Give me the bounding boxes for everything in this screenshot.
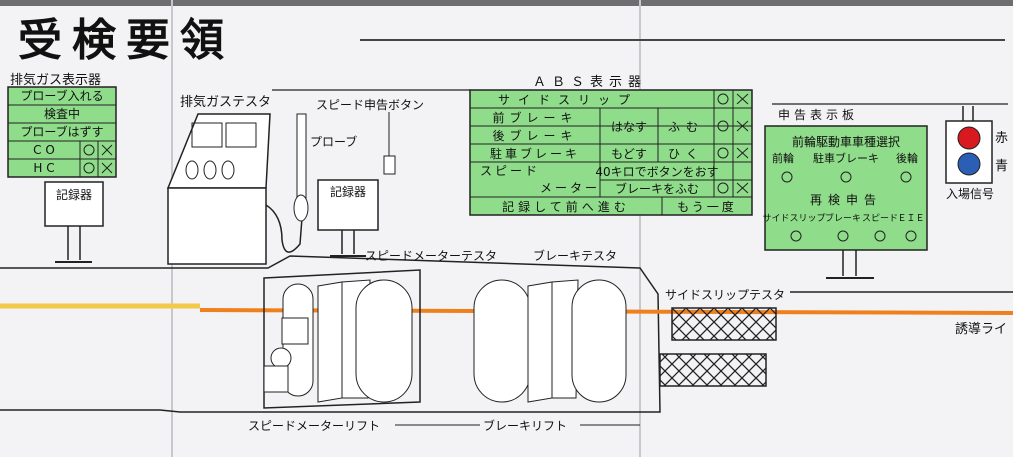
- side-slip-tester: [659, 307, 777, 387]
- circle-icon: [83, 144, 95, 156]
- brake-tester-label: ブレーキテスタ: [533, 248, 617, 263]
- circle-icon: [874, 230, 886, 242]
- recorder-middle-label: 記録器: [330, 184, 366, 199]
- abs-display-heading: ＡＢＳ表示器: [533, 75, 647, 90]
- abs-record-forward: 記録して前へ進む: [502, 199, 630, 214]
- circle-icon: [717, 93, 729, 105]
- cross-icon: [736, 93, 749, 105]
- page-title: 受検要領: [18, 15, 234, 66]
- exhaust-row-co: C O: [33, 143, 55, 157]
- recorder-left: [44, 181, 104, 263]
- signal-blue-label: 青: [995, 159, 1008, 174]
- circle-icon: [717, 120, 729, 132]
- abs-step: ふむ: [668, 120, 704, 134]
- circle-icon: [840, 171, 852, 183]
- abs-speed: スピード: [480, 164, 540, 178]
- speed-button-label: スピード申告ボタン: [316, 98, 424, 112]
- circle-icon: [900, 171, 912, 183]
- abs-meter: メーター: [540, 181, 600, 195]
- declaration-panel: [764, 125, 928, 279]
- abs-return: もどす: [611, 147, 647, 161]
- speed-button: [383, 155, 396, 175]
- exhaust-tester: [166, 113, 309, 265]
- abs-parking-brake: 駐車ブレーキ: [490, 146, 580, 161]
- exhaust-row-hc: H C: [33, 161, 54, 175]
- declaration-parking: 駐車ブレーキ: [813, 151, 879, 165]
- declaration-recheck: 再検申告: [810, 193, 882, 207]
- exhaust-row-remove: プローブはずす: [20, 124, 103, 139]
- declaration-item-eie: ＥＩＥ: [897, 214, 924, 224]
- circle-icon: [790, 230, 802, 242]
- cross-icon: [736, 147, 749, 159]
- exhaust-display-heading: 排気ガス表示器: [10, 72, 101, 88]
- circle-icon: [781, 171, 793, 183]
- circle-icon: [837, 230, 849, 242]
- abs-display-panel: [469, 89, 753, 216]
- entry-signal: [945, 106, 993, 184]
- guide-line-label: 誘導ライ: [955, 322, 1007, 337]
- abs-indicator-column: [717, 93, 749, 194]
- signal-red-label: 赤: [995, 131, 1008, 146]
- speed-meter-lift-label: スピードメーターリフト: [248, 419, 380, 433]
- abs-pull: ひく: [668, 147, 704, 161]
- abs-press-40: 40キロでボタンをおす: [595, 165, 718, 179]
- cross-icon: [101, 162, 113, 174]
- exhaust-display-panel: [7, 86, 117, 178]
- declaration-line1: 前輪駆動車車種選択: [792, 134, 900, 149]
- circle-icon: [905, 230, 917, 242]
- abs-side-slip: サイドスリップ: [498, 93, 638, 107]
- abs-front-brake: 前ブレーキ: [492, 110, 577, 125]
- abs-release: はなす: [611, 120, 647, 134]
- declaration-item-brake: ブレーキ: [825, 212, 861, 224]
- blue-lamp-icon: [957, 152, 981, 176]
- cross-icon: [736, 120, 749, 132]
- declaration-heading: 申告表示板: [778, 108, 858, 122]
- declaration-item-sideslip: サイドスリップ: [762, 213, 825, 224]
- speed-meter-tester-label: スピードメーターテスタ: [365, 249, 497, 263]
- exhaust-row-testing: 検査中: [44, 106, 80, 121]
- exhaust-tester-label: 排気ガステスタ: [180, 94, 271, 110]
- abs-once-more: もう一度: [677, 199, 737, 214]
- signal-label: 入場信号: [946, 187, 994, 201]
- side-slip-tester-label: サイドスリップテスタ: [665, 288, 785, 302]
- brake-tester: [473, 279, 627, 403]
- probe-label: プローブ: [310, 134, 357, 149]
- board-top-edge: [0, 0, 1013, 6]
- declaration-front: 前輪: [772, 151, 794, 165]
- exhaust-row-insert: プローブ入れる: [20, 88, 103, 103]
- cross-icon: [736, 182, 749, 194]
- declaration-rear: 後輪: [896, 151, 918, 165]
- circle-icon: [83, 162, 95, 174]
- abs-rear-brake: 後ブレーキ: [492, 128, 577, 143]
- speed-meter-tester: [263, 269, 421, 409]
- abs-press-brake: ブレーキをふむ: [615, 181, 699, 196]
- cross-icon: [101, 144, 113, 156]
- circle-icon: [717, 147, 729, 159]
- circle-icon: [717, 182, 729, 194]
- recorder-left-label: 記録器: [56, 187, 92, 202]
- lane-outline: [0, 255, 1013, 413]
- red-lamp-icon: [957, 126, 981, 150]
- declaration-item-speed: スピード: [862, 213, 898, 224]
- recorder-middle: [317, 179, 379, 257]
- brake-lift-label: ブレーキリフト: [483, 418, 567, 433]
